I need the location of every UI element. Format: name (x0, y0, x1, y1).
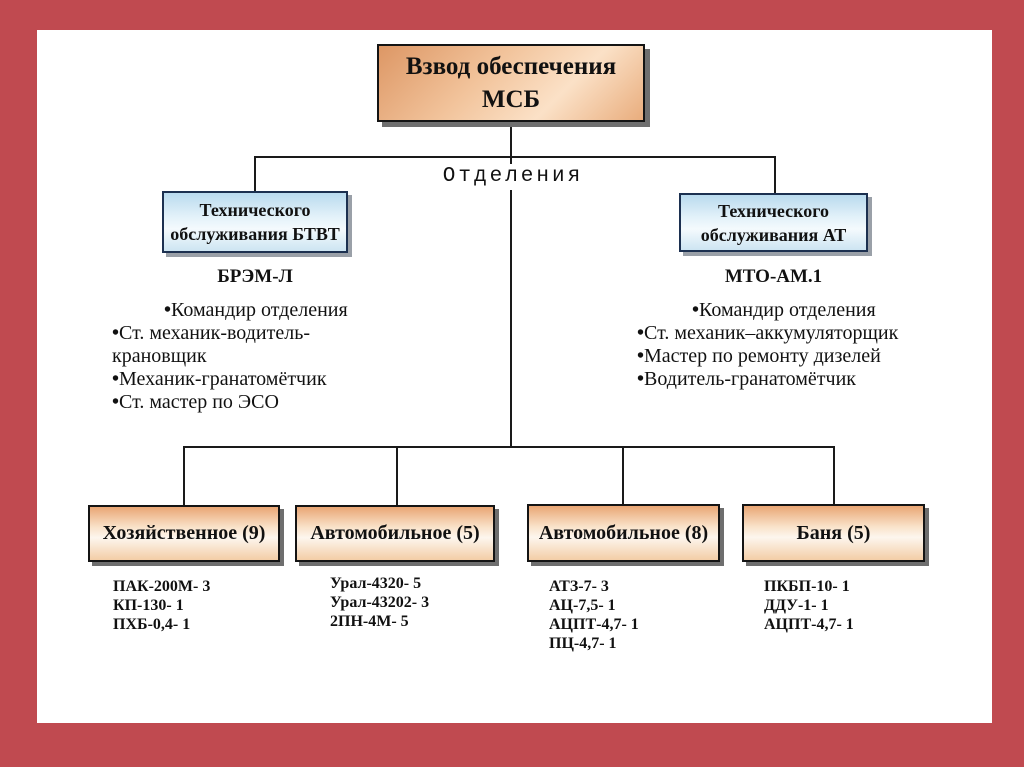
equipment-item: ПАК-200М- 3 (113, 578, 211, 595)
sections-label: Отделения (413, 164, 613, 190)
root-unit-title-line1: Взвод обеспечения (405, 53, 617, 80)
connector-unit3-drop (622, 446, 624, 505)
connector-left-drop (254, 156, 256, 193)
connector-right-drop (774, 156, 776, 195)
personnel-item: Водитель-гранатомётчик (637, 368, 917, 391)
root-unit-title: Взвод обеспечения МСБ (406, 50, 616, 116)
root-unit-box: Взвод обеспечения МСБ (377, 44, 645, 122)
equipment-item: ДДУ-1- 1 (764, 597, 829, 614)
equipment-item: Урал-4320- 5 (330, 575, 422, 592)
equipment-item: КП-130- 1 (113, 597, 184, 614)
personnel-item: Командир отделения (112, 299, 374, 322)
personnel-list-at: Командир отделения Ст. механик–аккумулят… (637, 299, 917, 391)
connector-bottom-horizontal (183, 446, 835, 448)
equipment-list-banya: ПКБП-10- 1 ДДУ-1- 1 АЦПТ-4,7- 1 (764, 577, 969, 634)
equipment-item: 2ПН-4М- 5 (330, 613, 409, 630)
connector-top-horizontal (254, 156, 776, 158)
personnel-item: Командир отделения (637, 299, 917, 322)
connector-unit4-drop (833, 446, 835, 505)
equipment-item: АТЗ-7- 3 (549, 578, 609, 595)
personnel-item: Ст. механик–аккумуляторщик (637, 322, 917, 345)
root-unit-title-line2: МСБ (481, 86, 541, 113)
section-box-at: Технического обслуживания АТ (679, 193, 868, 252)
connector-trunk (510, 156, 512, 448)
unit-box-avtomobilnoe-8: Автомобильное (8) (527, 504, 720, 562)
equipment-item: ПКБП-10- 1 (764, 578, 850, 595)
equipment-list-khozyaystvennoe: ПАК-200М- 3 КП-130- 1 ПХБ-0,4- 1 (113, 577, 318, 634)
equipment-item: Урал-43202- 3 (330, 594, 430, 611)
section-box-btvt: Технического обслуживания БТВТ (162, 191, 348, 253)
equipment-item: АЦПТ-4,7- 1 (549, 616, 639, 633)
personnel-item: Мастер по ремонту дизелей (637, 345, 917, 368)
equipment-item: ПХБ-0,4- 1 (113, 616, 191, 633)
connector-unit2-drop (396, 446, 398, 506)
equipment-item: АЦПТ-4,7- 1 (764, 616, 854, 633)
vehicle-title-mto: МТО-АМ.1 (724, 266, 823, 287)
equipment-item: ПЦ-4,7- 1 (549, 635, 617, 652)
unit-box-banya: Баня (5) (742, 504, 925, 562)
personnel-item: Ст. механик-водитель-крановщик (112, 322, 374, 368)
vehicle-title-brem: БРЭМ-Л (217, 266, 293, 287)
connector-unit1-drop (183, 446, 185, 506)
personnel-item: Ст. мастер по ЭСО (112, 391, 374, 414)
personnel-item: Механик-гранатомётчик (112, 368, 374, 391)
unit-box-khozyaystvennoe: Хозяйственное (9) (88, 505, 280, 562)
unit-box-avtomobilnoe-5: Автомобильное (5) (295, 505, 495, 562)
connector-root-drop (510, 122, 512, 157)
equipment-list-avtomobilnoe-8: АТЗ-7- 3 АЦ-7,5- 1 АЦПТ-4,7- 1 ПЦ-4,7- 1 (549, 577, 754, 653)
personnel-list-btvt: Командир отделения Ст. механик-водитель-… (112, 299, 374, 414)
equipment-list-avtomobilnoe-5: Урал-4320- 5 Урал-43202- 3 2ПН-4М- 5 (330, 574, 535, 631)
equipment-item: АЦ-7,5- 1 (549, 597, 616, 614)
